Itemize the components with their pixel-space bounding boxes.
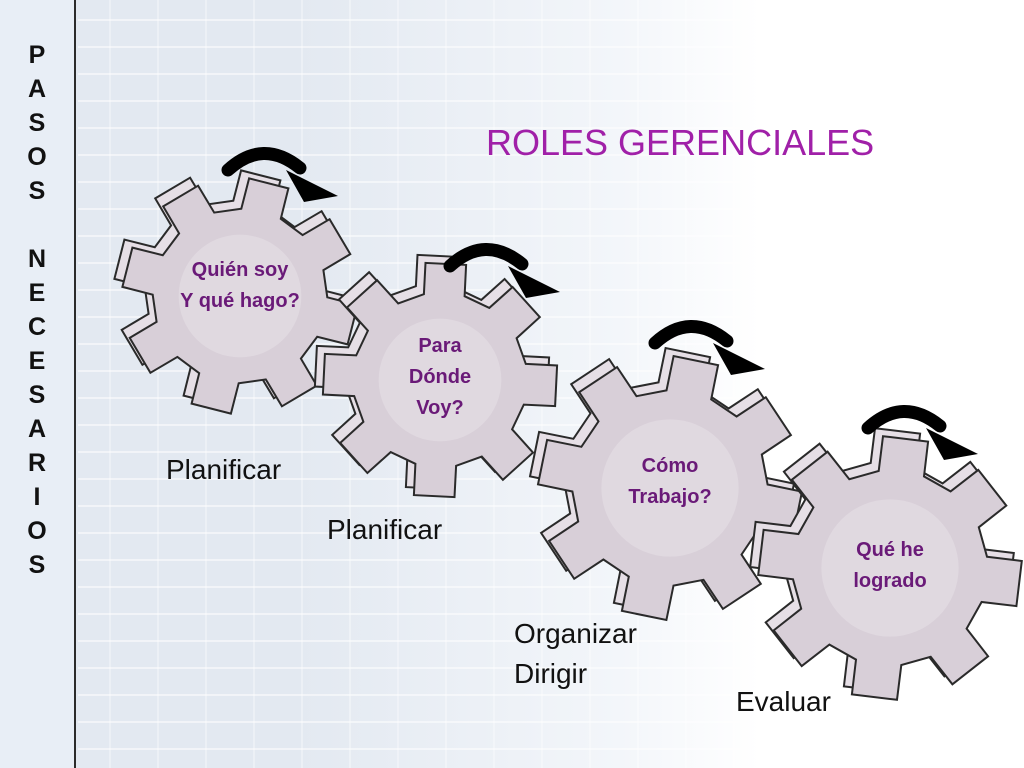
side-letter: A [27,415,47,443]
side-title-band: P A S O S N E C E S A R I O S [0,0,76,768]
gear-hub [378,318,502,442]
side-letter: C [27,313,47,341]
gear-hub [821,499,959,637]
side-letter: E [28,279,46,307]
gear-1: Quién soy Y qué hago? [113,169,359,415]
side-letter: O [27,143,47,171]
gear-text: Dónde [409,366,471,388]
gear-text: Qué he [856,539,924,561]
label-planificar-1: Planificar [166,454,282,485]
label-planificar-2: Planificar [327,514,443,545]
label-organizar: Organizar [514,618,637,649]
gear-hub [601,419,739,557]
curved-arrow-icon [861,405,978,460]
gear-text: Quién soy [192,259,290,281]
side-letter: R [27,449,47,477]
gear-4: Qué he logrado [749,427,1023,701]
gear-hub [178,234,302,358]
side-letter: P [28,41,46,69]
side-title: P A S O S N E C E S A R I O S [0,38,74,582]
label-dirigir: Dirigir [514,658,588,689]
gear-text: Y qué hago? [180,290,300,312]
curved-arrow-icon [221,147,338,202]
gear-text: logrado [853,570,926,592]
gear-text: Para [418,335,462,357]
side-letter: S [28,109,46,137]
side-letter: A [27,75,47,103]
slide-title: ROLES GERENCIALES [486,122,875,163]
label-evaluar: Evaluar [736,686,831,717]
side-letter: S [28,551,46,579]
curved-arrow-icon [648,320,765,375]
gear-text: Cómo [642,455,699,477]
side-letter: O [27,517,47,545]
side-letter: E [28,347,46,375]
gear-text: Trabajo? [628,486,711,508]
gear-text: Voy? [416,397,463,419]
side-letter: S [28,381,46,409]
curved-arrow-icon [443,243,560,298]
side-letter: I [33,483,41,511]
side-letter: N [27,245,47,273]
side-letter: S [28,177,46,205]
